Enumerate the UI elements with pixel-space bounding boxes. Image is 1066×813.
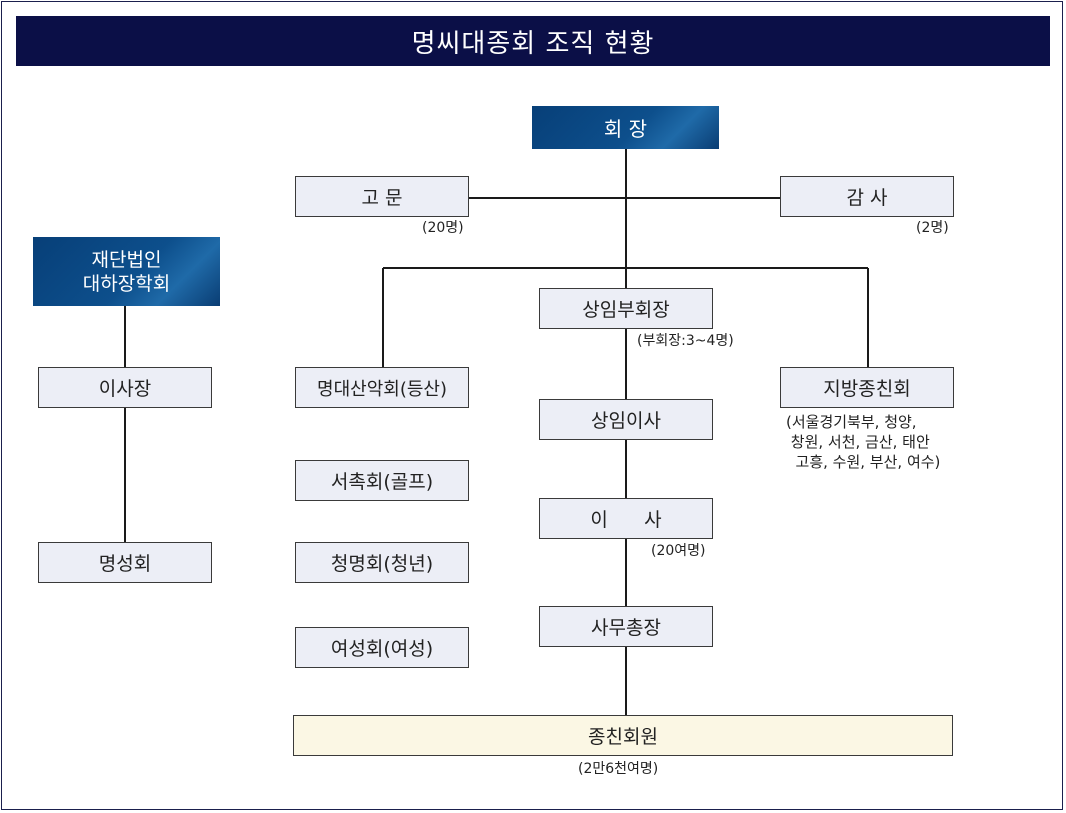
page-title: 명씨대종회 조직 현황 bbox=[16, 16, 1050, 66]
hiking-club-box: 명대산악회(등산) bbox=[295, 367, 469, 408]
directors-box: 이 사 bbox=[539, 498, 713, 539]
advisor-count: (20명) bbox=[422, 220, 464, 236]
executive-vp-box: 상임부회장 bbox=[539, 288, 713, 329]
advisor-box: 고 문 bbox=[295, 176, 469, 217]
president-box: 회 장 bbox=[532, 106, 719, 149]
members-count: (2만6천여명) bbox=[578, 761, 659, 777]
regional-box: 지방종친회 bbox=[780, 367, 954, 408]
myeongseong-box: 명성회 bbox=[38, 542, 212, 583]
standing-director-box: 상임이사 bbox=[539, 399, 713, 440]
vp-count: (부회장:3~4명) bbox=[637, 333, 734, 349]
youth-club-box: 청명회(청년) bbox=[295, 542, 469, 583]
auditor-count: (2명) bbox=[916, 220, 949, 236]
chairman-box: 이사장 bbox=[38, 367, 212, 408]
auditor-box: 감 사 bbox=[780, 176, 954, 217]
members-box: 종친회원 bbox=[293, 715, 953, 756]
women-club-box: 여성회(여성) bbox=[295, 627, 469, 668]
foundation-box: 재단법인 대하장학회 bbox=[33, 237, 220, 306]
directors-count: (20여명) bbox=[651, 543, 706, 559]
golf-club-box: 서촉회(골프) bbox=[295, 460, 469, 501]
secretary-general-box: 사무총장 bbox=[539, 606, 713, 647]
regional-list: (서울경기북부, 청양, 창원, 서천, 금산, 태안 고흥, 수원, 부산, … bbox=[786, 413, 941, 471]
